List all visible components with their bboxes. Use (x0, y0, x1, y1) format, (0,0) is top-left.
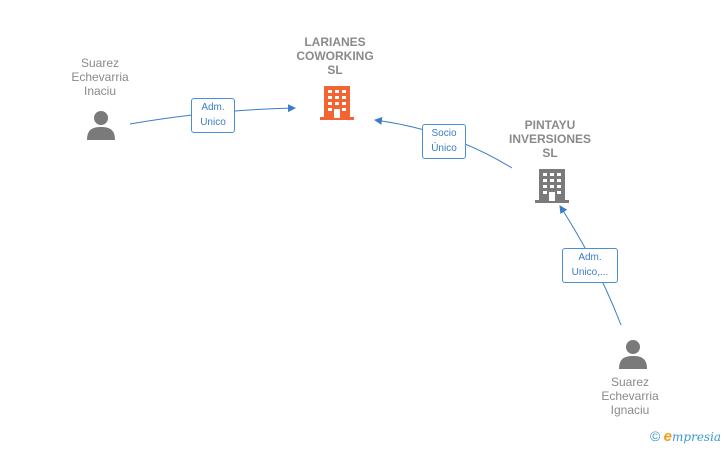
person-icon[interactable] (86, 110, 116, 140)
edge-label-adm-unico[interactable]: Adm. Unico (191, 98, 235, 133)
building-icon[interactable] (320, 84, 354, 120)
node-label-pintayu: PINTAYU INVERSIONES SL (508, 118, 592, 160)
copyright-symbol: © (650, 428, 661, 444)
empresia-logo: © empresia (650, 428, 728, 448)
brand-e: e (663, 428, 673, 445)
node-label-larianes: LARIANES COWORKING SL (296, 35, 374, 77)
node-label-ignaciu: Suarez Echevarria Ignaciu (601, 375, 659, 417)
brand-name: mpresia (672, 430, 722, 444)
person-icon[interactable] (618, 339, 648, 369)
edge-label-adm-unico-multi[interactable]: Adm. Unico,... (562, 248, 618, 283)
node-label-inaciu: Suarez Echevarria Inaciu (71, 56, 129, 98)
building-icon[interactable] (535, 167, 569, 203)
edge-label-socio-unico[interactable]: Socio Único (422, 124, 466, 159)
